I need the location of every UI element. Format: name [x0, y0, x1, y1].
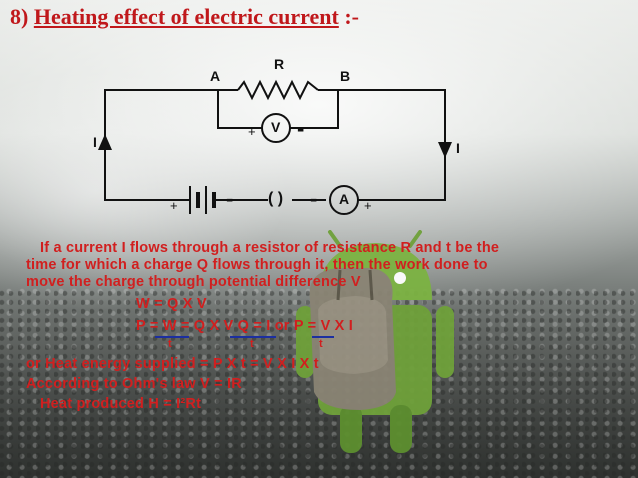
- voltmeter-symbol: [261, 113, 291, 143]
- current-left-label: I: [93, 134, 97, 150]
- ammeter-plus: +: [364, 198, 372, 213]
- current-right-label: I: [456, 140, 460, 156]
- equation-work: W = Q X V: [136, 296, 207, 312]
- resistor-label: R: [274, 56, 285, 72]
- ammeter-minus: -: [310, 186, 318, 211]
- equation-ohms-law: According to Ohm's law V = IR: [26, 376, 242, 392]
- node-b-label: B: [340, 68, 351, 84]
- voltmeter-minus: -: [297, 116, 305, 141]
- equation-heat-produced: Heat produced H = I²Rt: [40, 396, 202, 412]
- fraction-denominator-1: t: [168, 338, 172, 350]
- equation-power: P = W = Q X V Q = I or P = V X I: [136, 318, 354, 334]
- voltmeter-label: V: [271, 119, 281, 135]
- fraction-bar-1: [155, 336, 189, 338]
- text-line-2: time for which a charge Q flows through …: [26, 257, 488, 273]
- node-a-label: A: [210, 68, 221, 84]
- fraction-bar-3: [312, 336, 334, 338]
- voltmeter-branch: [217, 90, 262, 129]
- battery-minus: -: [226, 186, 234, 211]
- voltmeter-plus: +: [248, 124, 256, 139]
- text-line-1: If a current I flows through a resistor …: [40, 240, 500, 256]
- battery-plus: +: [170, 198, 178, 213]
- ammeter-label: A: [339, 191, 350, 207]
- title-suffix: :-: [338, 4, 359, 29]
- key-symbol: ( ): [268, 190, 284, 207]
- slide-title: 8) Heating effect of electric current :-: [10, 4, 359, 30]
- title-number: 8): [10, 4, 29, 29]
- fraction-denominator-2: t: [250, 338, 254, 350]
- equation-heat-energy: or Heat energy supplied = P X t = V X I …: [26, 356, 319, 372]
- title-text: Heating effect of electric current: [33, 4, 339, 29]
- fraction-bar-2: [230, 336, 276, 338]
- current-arrow-up: [98, 134, 112, 150]
- current-arrow-down: [438, 142, 452, 158]
- text-line-3: move the charge through potential differ…: [26, 274, 361, 290]
- fraction-denominator-3: t: [319, 338, 323, 350]
- resistor-symbol: [237, 79, 319, 101]
